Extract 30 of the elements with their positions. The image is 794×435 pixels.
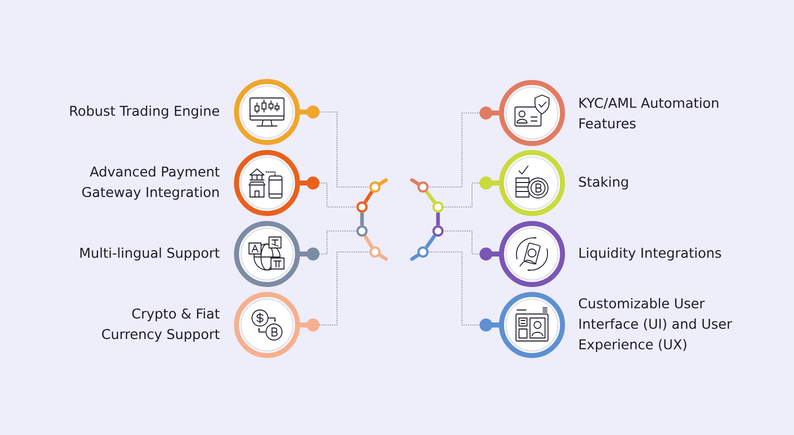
feature-label: Staking (579, 176, 628, 190)
dotted-line (319, 230, 356, 255)
ring-node (369, 246, 381, 258)
ring-node (432, 225, 444, 237)
feature-label: Customizable User Interface (UI) and User Experience (UX) (578, 298, 732, 352)
dotted-line (444, 230, 480, 255)
ring-node (356, 225, 368, 237)
dotted-line (444, 182, 480, 208)
ring-node (417, 246, 429, 258)
ring-node (369, 181, 381, 193)
feature-label: KYC/AML Automation Features (580, 98, 718, 128)
dotted-line (319, 111, 370, 188)
thick-line (363, 234, 374, 248)
feature-label: Advanced Payment Gateway Integration (82, 166, 220, 200)
ring-node (432, 201, 444, 213)
ring-node (417, 181, 429, 193)
thick-line (364, 190, 374, 204)
dotted-line (428, 251, 480, 326)
dotted-line (428, 112, 480, 188)
feature-label: Robust Trading Engine (70, 105, 220, 119)
dotted-line (319, 182, 356, 208)
thick-line (360, 212, 364, 226)
thick-line (436, 212, 440, 226)
thick-line (424, 234, 436, 248)
feature-label: Crypto & Fiat Currency Support (102, 308, 220, 342)
feature-label: Liquidity Integrations (580, 247, 722, 261)
thick-line (424, 190, 436, 204)
ring-node (356, 201, 368, 213)
feature-label: Multi-lingual Support (80, 247, 220, 261)
dotted-line (319, 251, 370, 326)
